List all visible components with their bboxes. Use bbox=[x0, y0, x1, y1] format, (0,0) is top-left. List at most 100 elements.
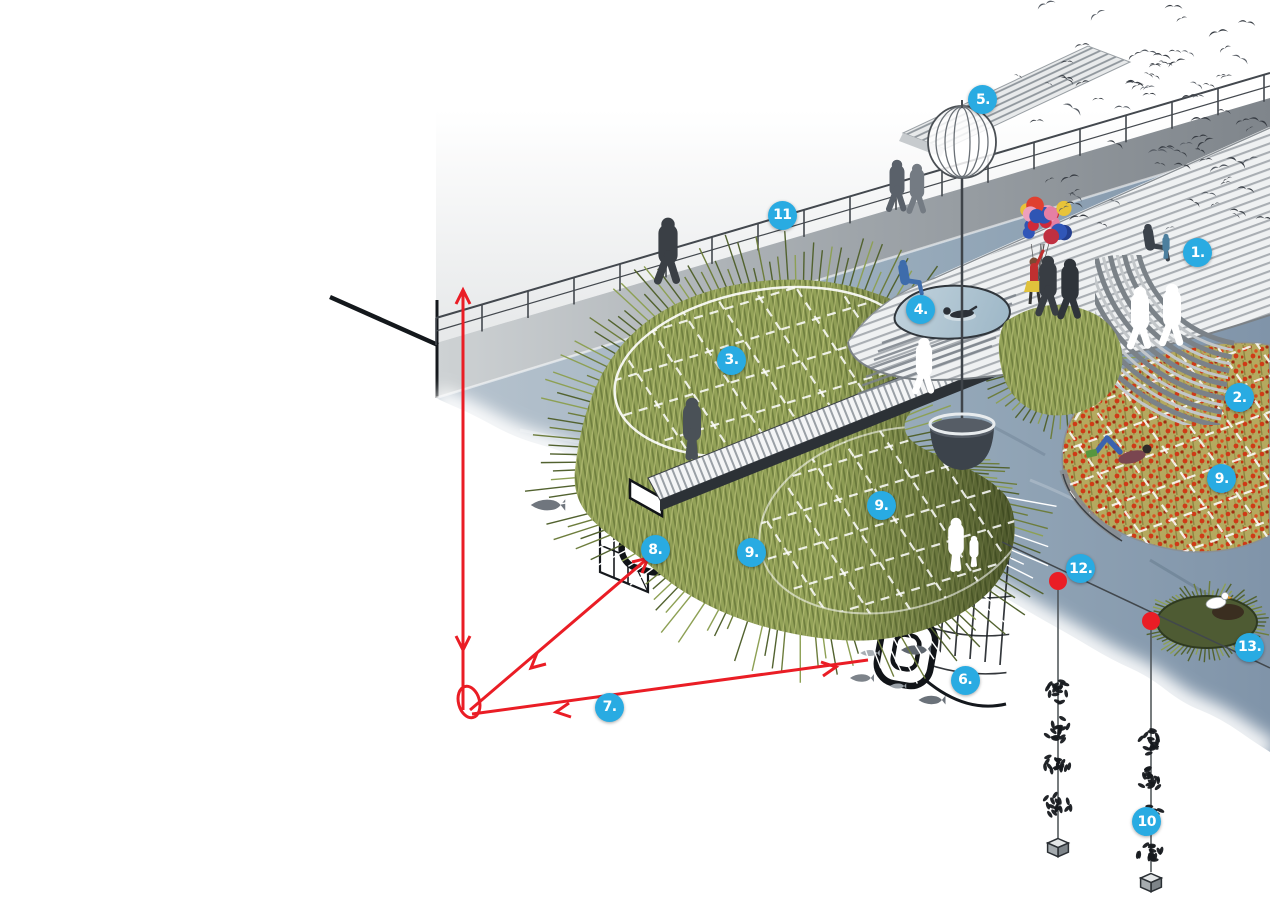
bird-icon bbox=[1075, 80, 1090, 87]
seagull-icon bbox=[1205, 592, 1233, 610]
bird-icon bbox=[1242, 156, 1258, 165]
waterline bbox=[435, 139, 1270, 400]
bird-icon bbox=[1190, 117, 1212, 122]
person-silhouette bbox=[969, 535, 979, 568]
buoy-icon bbox=[1142, 612, 1160, 630]
fish-icon bbox=[901, 645, 931, 655]
bird-icon bbox=[1159, 146, 1174, 151]
sphere-sculpture bbox=[927, 100, 997, 470]
bird-icon bbox=[1149, 63, 1161, 68]
balloon-icon bbox=[1029, 208, 1044, 224]
bird-icon bbox=[1057, 75, 1074, 82]
fish-icon bbox=[530, 499, 566, 511]
person-silhouette bbox=[906, 163, 927, 214]
bird-icon bbox=[1045, 177, 1055, 184]
bird-icon bbox=[1060, 60, 1074, 64]
bird-icon bbox=[1223, 176, 1233, 183]
bird-icon bbox=[1128, 51, 1142, 61]
person-silhouette bbox=[1057, 258, 1081, 320]
person-silhouette bbox=[912, 337, 935, 395]
bird-icon bbox=[1157, 145, 1175, 151]
arrowhead-down bbox=[454, 635, 472, 654]
bird-icon bbox=[1181, 50, 1195, 58]
fish-icon bbox=[850, 674, 874, 682]
bird-flock bbox=[1013, 0, 1270, 231]
bird-island-group bbox=[1001, 541, 1270, 893]
bird-icon bbox=[1148, 73, 1160, 80]
person-silhouette bbox=[1126, 286, 1152, 350]
arrowhead-right bbox=[820, 660, 840, 678]
bird-icon bbox=[1248, 117, 1268, 128]
bird-icon bbox=[1173, 162, 1191, 170]
fish-icon bbox=[918, 695, 946, 705]
bird-icon bbox=[1173, 149, 1188, 158]
bird-icon bbox=[1219, 45, 1232, 53]
bird-icon bbox=[1231, 54, 1248, 65]
balloon-icon bbox=[1043, 228, 1060, 245]
bird-icon bbox=[1168, 58, 1186, 68]
bird-icon bbox=[1147, 149, 1168, 154]
person-silhouette bbox=[898, 259, 924, 296]
person-silhouette bbox=[683, 397, 701, 461]
bird-icon bbox=[1037, 0, 1056, 10]
bird-icon bbox=[1107, 199, 1121, 206]
bird-icon bbox=[1058, 205, 1070, 213]
people-silhouettes bbox=[653, 159, 1184, 573]
bird-icon bbox=[1220, 181, 1231, 186]
bird-icon bbox=[1065, 201, 1083, 208]
bird-icon bbox=[1245, 126, 1254, 133]
bird-icon bbox=[1165, 226, 1175, 231]
bird-icon bbox=[1235, 118, 1250, 125]
bird-icon bbox=[1164, 4, 1183, 9]
bird-icon bbox=[1199, 158, 1213, 162]
bird-icon bbox=[1096, 222, 1108, 228]
fish-school bbox=[530, 499, 946, 705]
origin-loop bbox=[456, 684, 482, 720]
bird-icon bbox=[1189, 81, 1203, 90]
bird-icon bbox=[1176, 16, 1188, 22]
bird-icon bbox=[1152, 53, 1171, 60]
fish-icon bbox=[889, 683, 907, 689]
bird-icon bbox=[1029, 119, 1044, 124]
buoys bbox=[1049, 572, 1160, 630]
bird-icon bbox=[1229, 208, 1246, 217]
bird-icon bbox=[1070, 189, 1081, 197]
bird-icon bbox=[1168, 49, 1182, 54]
person-silhouette bbox=[1035, 255, 1059, 317]
balloon-icon bbox=[1043, 206, 1058, 221]
mooring-line bbox=[1001, 541, 1270, 669]
bird-icon bbox=[1067, 192, 1082, 203]
quay-wall-face bbox=[436, 98, 1270, 398]
bird-icon bbox=[1217, 109, 1231, 115]
bird-icon bbox=[1060, 76, 1074, 86]
bird-icon bbox=[1125, 80, 1143, 86]
seaweed-ropes bbox=[1042, 590, 1165, 893]
buoy-icon bbox=[1049, 572, 1067, 590]
person-silhouette bbox=[653, 217, 681, 285]
bird-icon bbox=[1044, 82, 1053, 87]
bird-icon bbox=[1195, 148, 1205, 155]
bird-icon bbox=[1226, 157, 1246, 169]
arrowhead-up bbox=[454, 286, 472, 305]
bird-icon bbox=[1202, 83, 1215, 89]
bird-icon bbox=[1210, 202, 1220, 207]
bird-icon bbox=[1179, 142, 1193, 146]
person-reading bbox=[1085, 435, 1152, 464]
bird-icon bbox=[1090, 9, 1106, 21]
person-silhouette bbox=[948, 517, 964, 573]
bird-icon bbox=[1232, 213, 1240, 219]
bird-icon bbox=[1069, 214, 1090, 221]
bird-icon bbox=[1106, 140, 1123, 150]
bird-icon bbox=[1142, 92, 1157, 96]
balloon-icon bbox=[1056, 200, 1072, 216]
bird-icon bbox=[1220, 74, 1233, 80]
bird-icon bbox=[1114, 105, 1131, 110]
bird-icon bbox=[1209, 164, 1230, 173]
person-silhouette bbox=[1162, 233, 1170, 259]
bird-icon bbox=[1216, 74, 1227, 78]
bird-icon bbox=[1154, 162, 1166, 167]
bird-icon bbox=[1131, 83, 1144, 90]
person-silhouette bbox=[1158, 283, 1184, 347]
